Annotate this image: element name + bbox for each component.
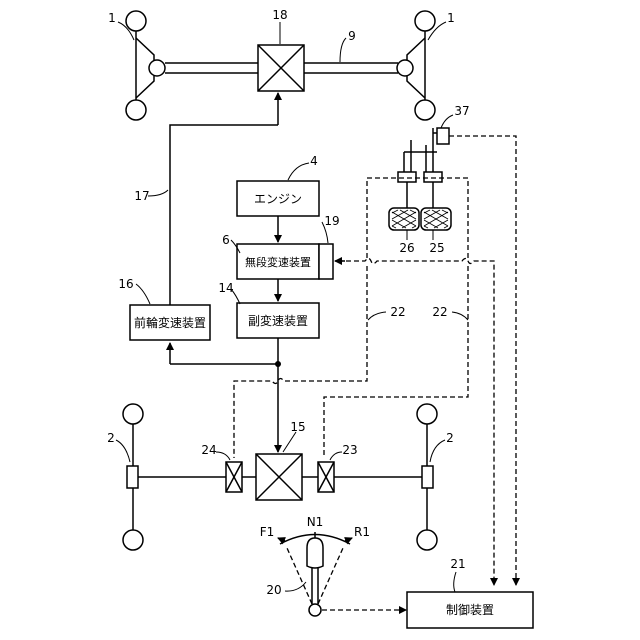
lever-forward-label: F1: [260, 525, 275, 539]
ref-pedal-left: 26: [399, 241, 414, 255]
subtrans-label: 副変速装置: [248, 313, 308, 328]
ref-lever: 20: [266, 583, 281, 597]
ref-rear-diff: 15: [290, 420, 305, 434]
brake-left: [226, 462, 242, 492]
lever-neutral-label: N1: [307, 515, 324, 529]
ref-front-wheel-left: 1: [108, 11, 116, 25]
front-right-wheel: [397, 11, 435, 120]
ref-cvt: 6: [222, 233, 230, 247]
rear-differential: [256, 454, 302, 500]
ref-front-axle: 9: [348, 29, 356, 43]
ref-cvt-actuator: 19: [324, 214, 339, 228]
controller-label: 制御装置: [446, 602, 494, 617]
ref-rear-wheel-left: 2: [107, 431, 115, 445]
pedal-left: [389, 208, 419, 230]
brake-right-line: [324, 266, 468, 458]
front-differential: [258, 45, 304, 91]
ref-front-shaft: 17: [134, 189, 149, 203]
shift-lever: [278, 532, 352, 616]
ref-subtrans: 14: [218, 281, 233, 295]
ref-front-trans: 16: [118, 277, 133, 291]
pedal-assembly: [398, 128, 449, 208]
ref-front-diff: 18: [272, 8, 287, 22]
pedal-right: [421, 208, 451, 230]
ref-sensor: 37: [454, 104, 469, 118]
ref-brake-left: 24: [201, 443, 216, 457]
front-left-wheel: [126, 11, 165, 120]
ref-controller: 21: [450, 557, 465, 571]
ref-line-left: 22: [390, 305, 405, 319]
ref-line-right: 22: [432, 305, 447, 319]
ref-pedal-right: 25: [429, 241, 444, 255]
sensor-signal-line: [449, 136, 516, 585]
ref-front-wheel-right: 1: [447, 11, 455, 25]
cvt-label: 無段変速装置: [245, 255, 311, 269]
ref-brake-right: 23: [342, 443, 357, 457]
front-trans-label: 前輪変速装置: [134, 315, 206, 330]
brake-right: [318, 462, 334, 492]
subtrans-output: [170, 338, 281, 452]
ref-rear-wheel-right: 2: [446, 431, 454, 445]
ref-engine: 4: [310, 154, 318, 168]
engine-label: エンジン: [254, 192, 302, 206]
lever-reverse-label: R1: [354, 525, 370, 539]
